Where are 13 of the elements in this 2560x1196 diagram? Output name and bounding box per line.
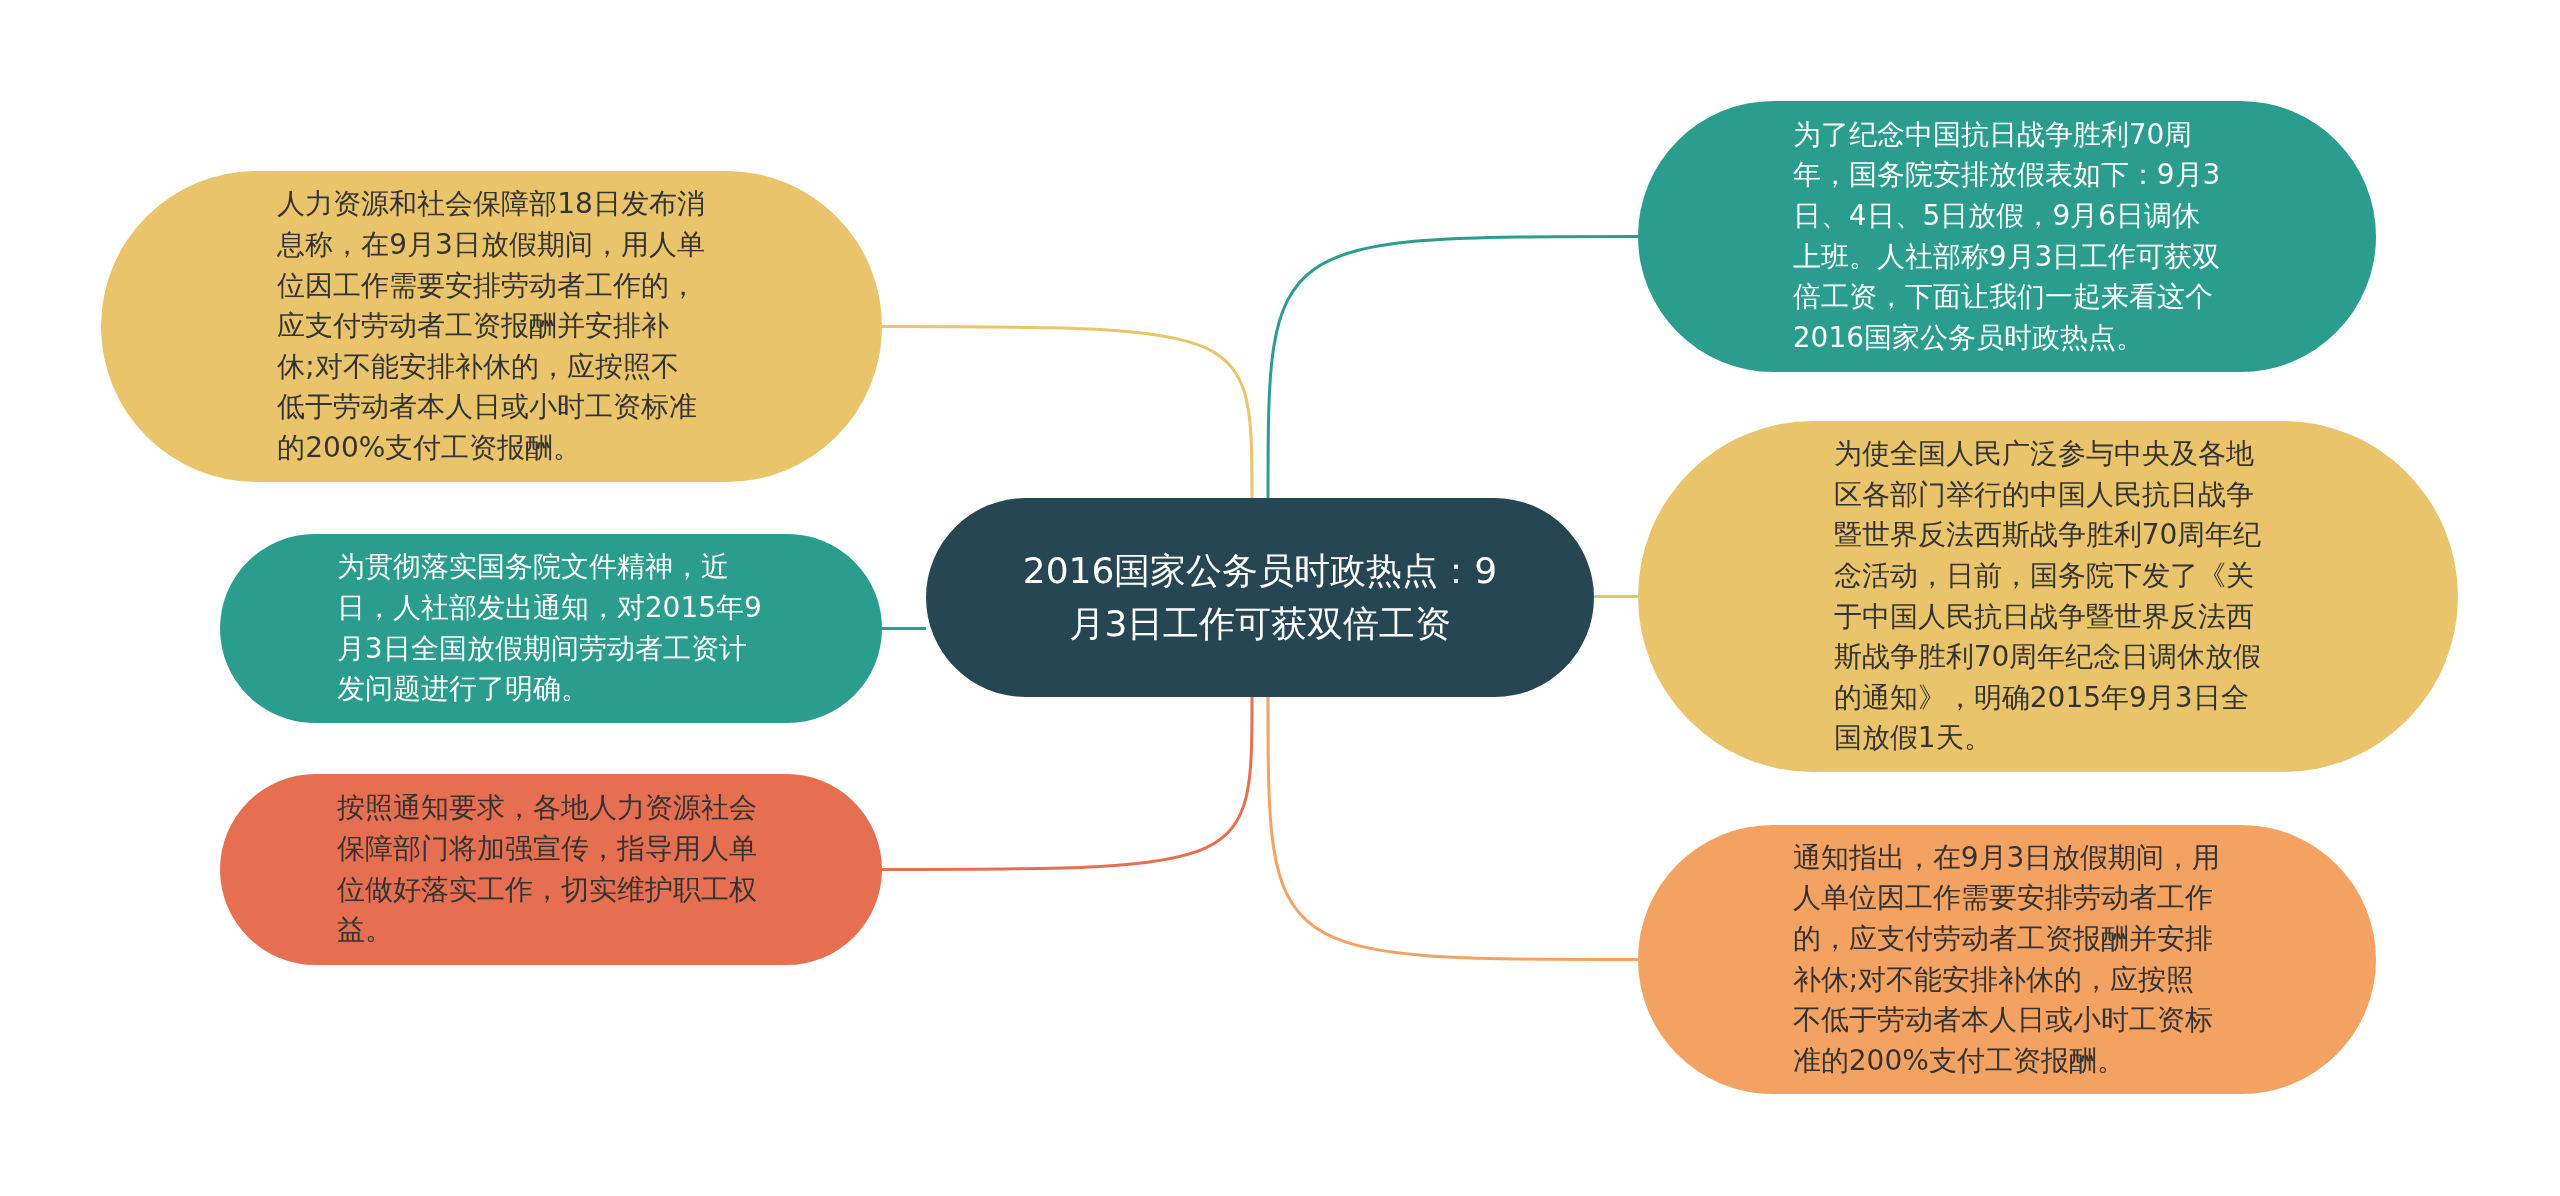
note-text: 为贯彻落实国务院文件精神，近日，人社部发出通知，对2015年9月3日全国放假期间劳动者工资计发问题进行了明确。 (336, 549, 763, 708)
note-text: 按照通知要求，各地人力资源社会保障部门将加强宣传，指导用人单位做好落实工作，切实维护职工权益。 (336, 790, 758, 949)
note-text: 为了纪念中国抗日战争胜利70周年，国务院安排放假表如下：9月3日、4日、5日放假，9月6日调休上班。人社部称9月3日工作可获双倍工资，下面让我们一起来看这个2016国家公务员时政热点。 (1792, 116, 2222, 356)
connector (1266, 235, 1638, 498)
note-text: 通知指出，在9月3日放假期间，用人单位因工作需要安排劳动者工作的，应支付劳动者工资报酬并安排补休;对不能安排补休的，应按照不低于劳动者本人日或小时工资标准的200%支付工资报酬。 (1792, 839, 2222, 1079)
note-text: 为使全国人民广泛参与中央及各地区各部门举行的中国人民抗日战争暨世界反法西斯战争胜利70周年纪念活动，日前，国务院下发了《关于中国人民抗日战争暨世界反法西斯战争胜利70周年纪念日调休放假的通知》，明确2015年9月3日全国放假1天。 (1833, 436, 2263, 757)
topic-text: 2016国家公务员时政热点：9月3日工作可获双倍工资 (1021, 549, 1499, 646)
note-text: 人力资源和社会保障部18日发布消息称，在9月3日放假期间，用人单位因工作需要安排劳动者工作的，应支付劳动者工资报酬并安排补休;对不能安排补休的，应按照不低于劳动者本人日或小时工资标准的200%支付工资报酬。 (277, 186, 706, 466)
connector (1594, 595, 1638, 598)
connector (1266, 697, 1638, 961)
connector (882, 627, 926, 630)
connector (882, 325, 1254, 498)
connector (882, 697, 1254, 871)
